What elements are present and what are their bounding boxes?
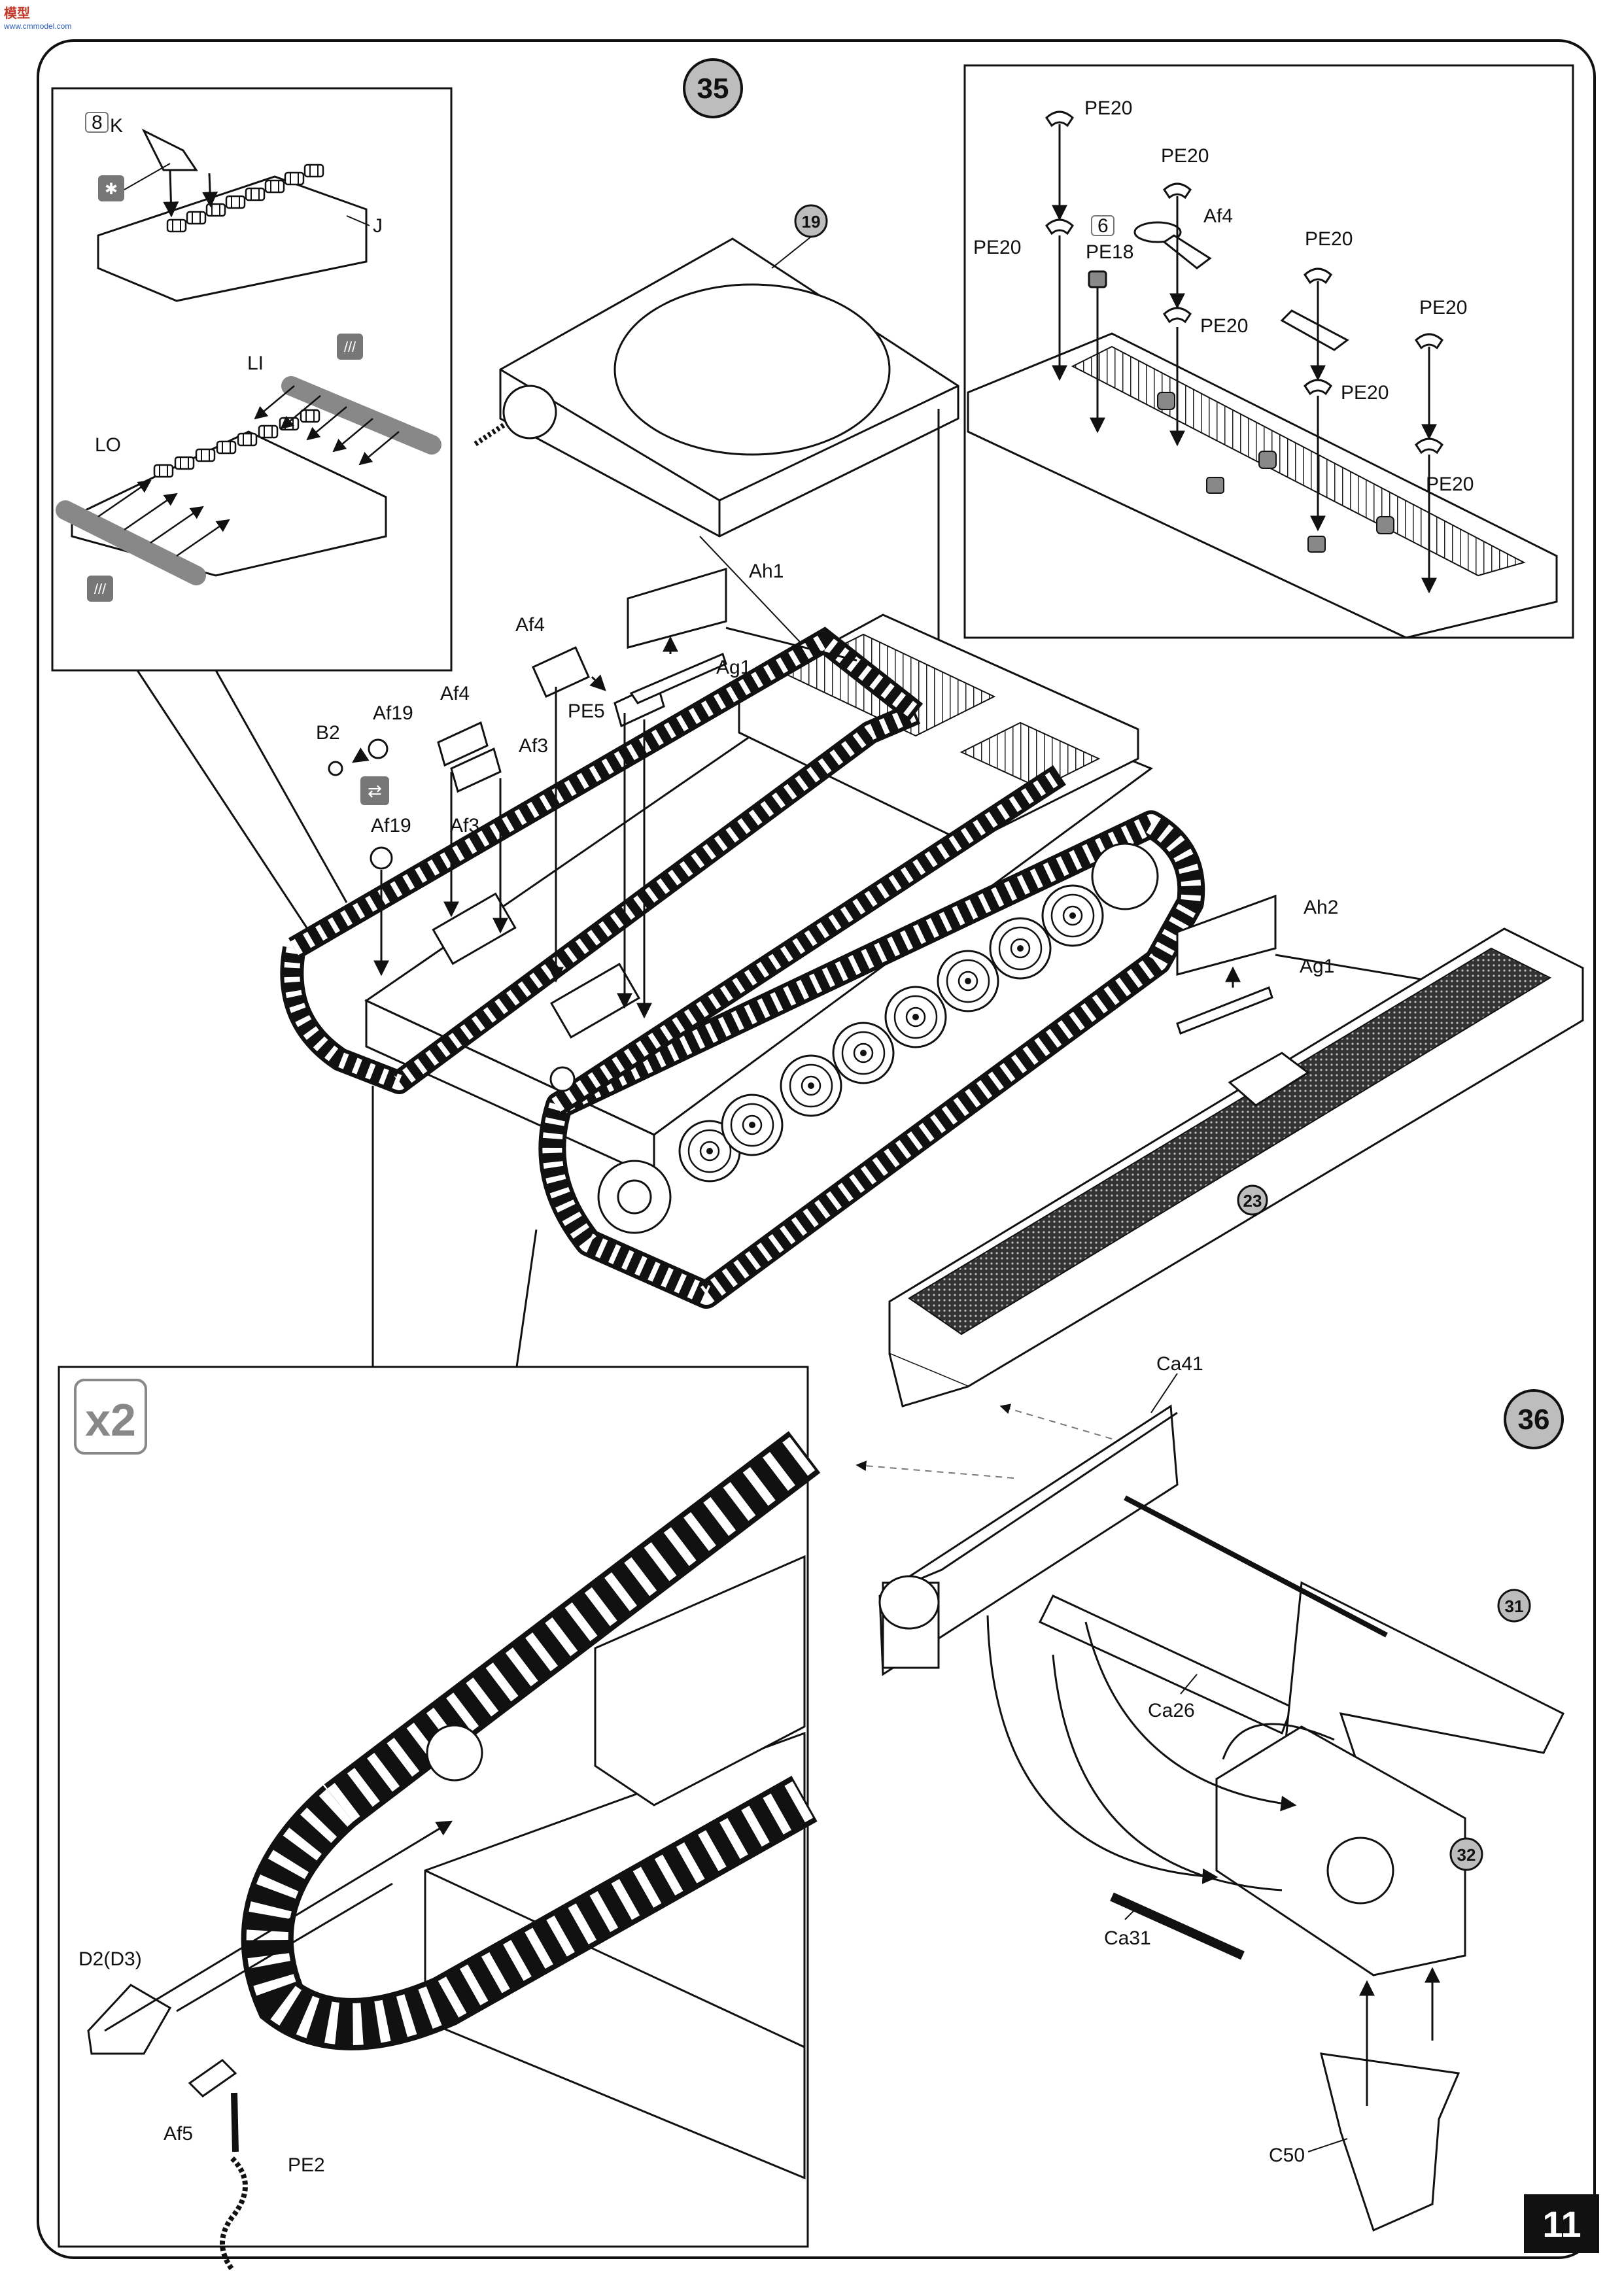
idler-wheel [1091,842,1159,910]
tank-hull [280,613,1205,1309]
turret-top-assembly: 19 [472,204,959,855]
assembly-31-number: 31 [1505,1596,1524,1616]
step-35-badge: 35 [683,58,743,118]
assembly-23-number: 23 [1243,1191,1262,1211]
svg-text:///: /// [344,339,356,355]
callout-Af5: Af5 [164,2123,193,2145]
callout-LO: LO [95,434,121,456]
mg-mount-assembly: 31 32 [855,1373,1565,2232]
page-number-box: 11 [1524,2194,1599,2253]
callout-PE20-6: PE20 [1341,382,1389,404]
callout-PE20-2: PE20 [973,237,1021,258]
hatch-icon-2 [87,576,113,602]
callout-Ca41: Ca41 [1156,1353,1203,1375]
svg-text:///: /// [94,581,107,597]
callout-Af19-2: Af19 [371,815,411,837]
step-36-badge: 36 [1504,1389,1564,1449]
callout-Af3-1: Af3 [519,735,548,757]
callout-Ca31: Ca31 [1104,1927,1151,1949]
callout-Af4-2: Af4 [440,683,470,704]
callout-Ah1: Ah1 [749,561,784,582]
callout-B2: B2 [316,722,340,744]
callout-Ag1-2: Ag1 [1300,956,1334,977]
callout-C50: C50 [1269,2145,1305,2166]
callout-PE20-3: PE20 [1161,145,1209,167]
page-number: 11 [1542,2203,1581,2245]
count-6-icon [1091,215,1114,236]
callout-PE20-7: PE20 [1419,297,1467,319]
multiplier-badge [74,1379,147,1455]
svg-text:✱: ✱ [105,181,118,198]
step-36-number: 36 [1518,1404,1550,1436]
count-8-label: 8 [92,112,103,133]
fender-assembly: 23 [888,927,1584,1407]
callout-PE20-4: PE20 [1200,315,1248,337]
callout-PE20-5: PE20 [1305,228,1353,250]
callout-PE18: PE18 [1086,241,1133,263]
assembly-19-number: 19 [802,212,821,232]
callout-Af4-deck: Af4 [1203,205,1233,227]
pin-sprue-li [281,376,441,455]
count-6-label: 6 [1097,215,1109,237]
flip-icon [360,776,389,805]
svg-text:⇄: ⇄ [368,781,382,801]
callout-PE5: PE5 [568,700,605,722]
multiplier-text: x2 [85,1394,136,1445]
tow-hook-inset: x2 D2(D3) Af5 PE2 [58,1366,821,2271]
engine-deck-inset: 6 PE20 PE20 PE20 Af4 PE18 PE20 PE20 PE20… [963,64,1574,639]
callout-Ah2: Ah2 [1304,897,1338,918]
track-assembly-inset: 8 K ✱ J LI LO /// [51,87,453,672]
callout-LI: LI [247,353,264,374]
callout-PE2: PE2 [288,2154,325,2176]
callout-Ag1-1: Ag1 [716,657,751,678]
assembly-32-number: 32 [1457,1845,1476,1865]
callout-Ca26: Ca26 [1148,1700,1195,1721]
count-8-icon [85,112,109,133]
callout-J: J [373,215,383,237]
callout-PE20-1: PE20 [1084,97,1132,119]
track-part-k [141,128,198,171]
page-frame [37,39,1596,2259]
callout-PE20-8: PE20 [1426,474,1474,495]
callout-Af19-1: Af19 [373,702,413,724]
glue-icon [98,175,124,201]
hatch-icon [337,334,363,360]
watermark: 模型 www.cmmodel.com [4,7,72,31]
callout-K: K [110,115,123,137]
callout-D2D3: D2(D3) [78,1948,142,1970]
step-35-number: 35 [697,73,729,105]
callout-Af4-1: Af4 [515,614,545,636]
callout-Af3-2: Af3 [450,815,479,837]
pin-sprue-lo [56,500,206,585]
